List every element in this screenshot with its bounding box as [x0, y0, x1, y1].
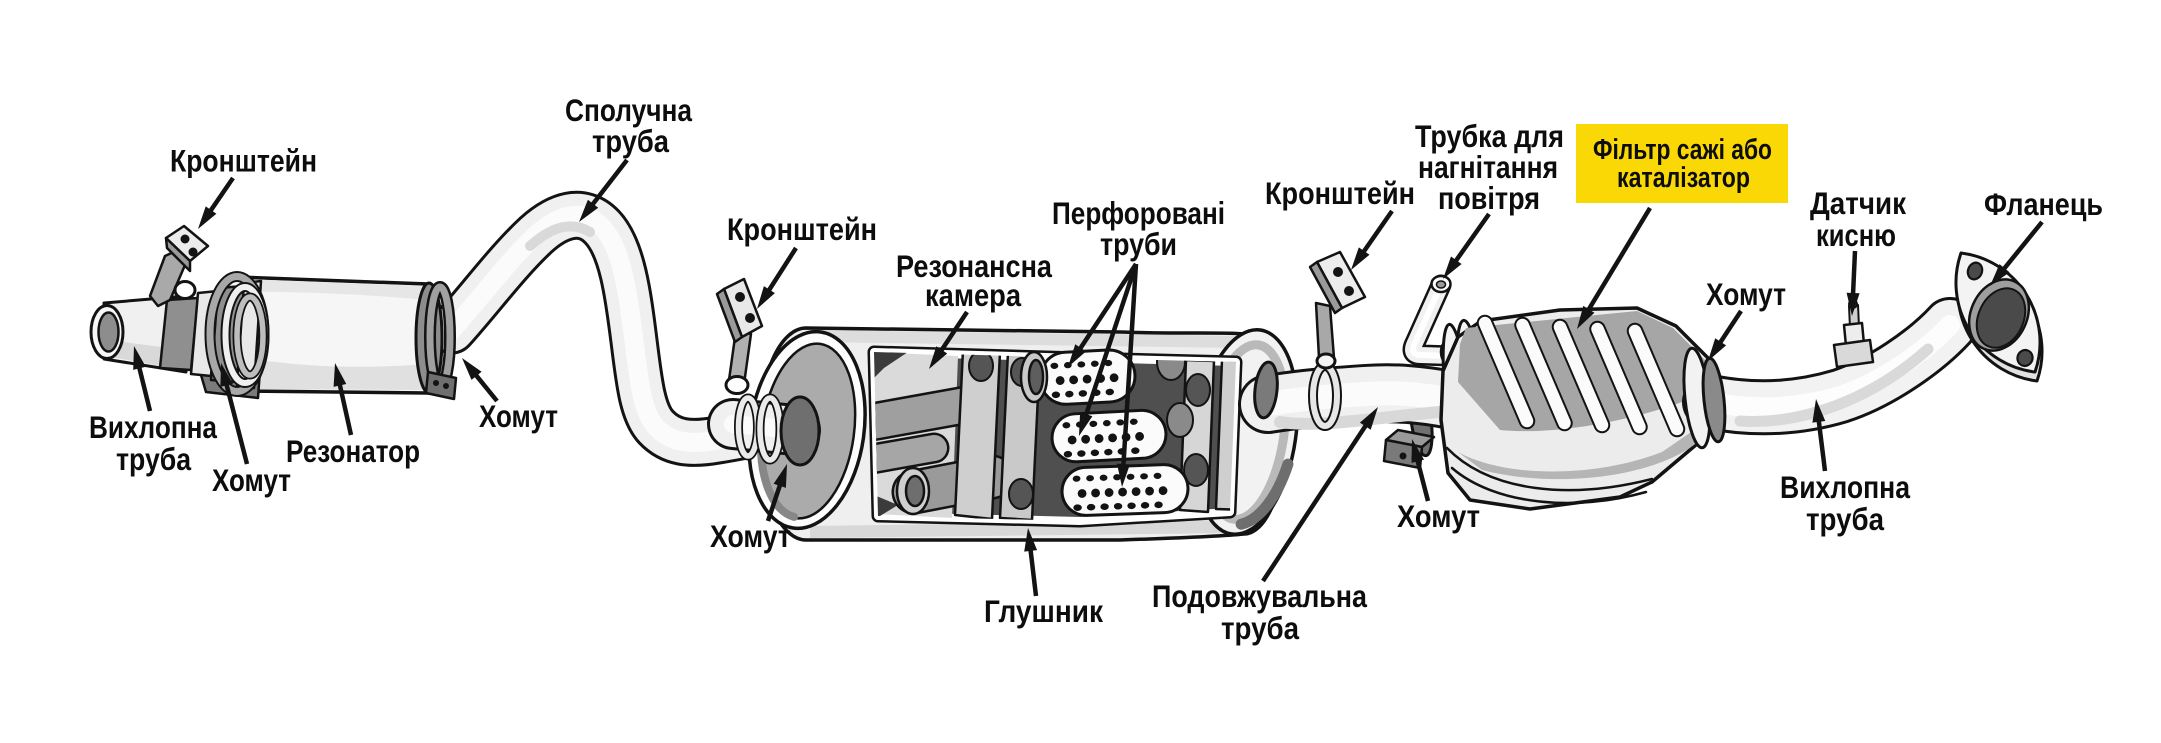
svg-text:Хомут: Хомут	[1706, 276, 1786, 312]
svg-text:Фланець: Фланець	[1984, 186, 2103, 222]
svg-text:Подовжувальна: Подовжувальна	[1152, 578, 1367, 614]
svg-text:Фільтр сажі або: Фільтр сажі або	[1593, 134, 1772, 166]
svg-text:каталізатор: каталізатор	[1617, 162, 1750, 194]
svg-text:труба: труба	[1221, 610, 1299, 646]
svg-text:труби: труби	[1100, 226, 1177, 262]
svg-text:камера: камера	[925, 277, 1021, 313]
svg-text:труба: труба	[1806, 501, 1884, 537]
svg-text:Хомут: Хомут	[212, 462, 291, 498]
svg-text:Вихлопна: Вихлопна	[89, 409, 217, 445]
svg-text:Резонансна: Резонансна	[896, 248, 1052, 284]
svg-text:нагнітання: нагнітання	[1418, 149, 1558, 185]
svg-text:кисню: кисню	[1816, 217, 1896, 253]
svg-text:Хомут: Хомут	[710, 518, 791, 554]
svg-text:Кронштейн: Кронштейн	[727, 211, 877, 247]
svg-text:Вихлопна: Вихлопна	[1780, 469, 1910, 505]
svg-text:Кронштейн: Кронштейн	[170, 143, 317, 179]
svg-text:Кронштейн: Кронштейн	[1265, 175, 1415, 211]
svg-text:Сполучна: Сполучна	[565, 92, 692, 128]
svg-text:повітря: повітря	[1438, 180, 1540, 216]
svg-text:Перфоровані: Перфоровані	[1052, 195, 1225, 231]
svg-text:Трубка для: Трубка для	[1415, 118, 1564, 154]
svg-text:труба: труба	[116, 441, 191, 477]
svg-text:Датчик: Датчик	[1810, 185, 1906, 221]
svg-text:Резонатор: Резонатор	[286, 433, 420, 469]
svg-text:Глушник: Глушник	[984, 593, 1103, 629]
svg-text:Хомут: Хомут	[479, 398, 558, 434]
svg-text:труба: труба	[592, 123, 669, 159]
svg-text:Хомут: Хомут	[1397, 498, 1480, 534]
